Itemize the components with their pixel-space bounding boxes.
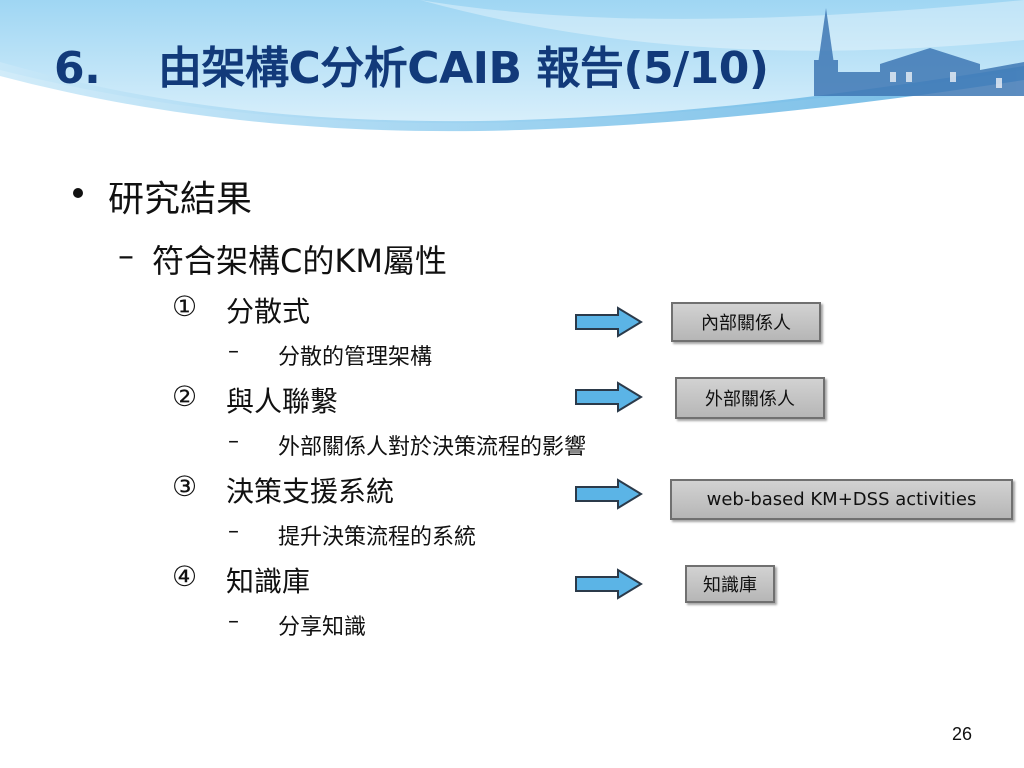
- right-arrow-icon: [575, 381, 643, 413]
- item-marker: ④: [172, 560, 198, 593]
- sub-dash: –: [118, 236, 134, 274]
- item-label: 決策支援系統: [226, 475, 395, 508]
- slide-title: 6. 由架構C分析CAIB 報告(5/10): [54, 32, 769, 96]
- tag-box: 外部關係人: [675, 377, 825, 419]
- sub-heading: 符合架構C的KM屬性: [152, 242, 447, 280]
- item-detail: 提升決策流程的系統: [278, 525, 477, 550]
- item-marker: ②: [172, 380, 198, 413]
- item-detail: 分散的管理架構: [278, 345, 433, 370]
- item-marker: ③: [172, 470, 198, 503]
- right-arrow-icon: [575, 568, 643, 600]
- church-silhouette-icon: [814, 8, 1024, 96]
- tag-box: 知識庫: [685, 565, 775, 603]
- item-label: 分散式: [226, 295, 311, 328]
- item-label: 與人聯繫: [226, 385, 339, 418]
- bullet-dot-icon: [73, 188, 83, 198]
- header-wave-background: [0, 0, 1024, 132]
- tag-box: 內部關係人: [671, 302, 821, 342]
- title-text: 由架構C分析CAIB 報告(5/10): [158, 43, 769, 94]
- right-arrow-icon: [575, 306, 643, 338]
- item-detail: 外部關係人對於決策流程的影響: [278, 435, 587, 460]
- item-label: 知識庫: [226, 565, 311, 598]
- title-number: 6.: [54, 43, 101, 94]
- item-detail-dash: –: [228, 429, 239, 454]
- item-detail-dash: –: [228, 339, 239, 364]
- item-detail-dash: –: [228, 609, 239, 634]
- tag-box: web-based KM+DSS activities: [670, 479, 1013, 520]
- item-detail-dash: –: [228, 519, 239, 544]
- right-arrow-icon: [575, 478, 643, 510]
- item-marker: ①: [172, 290, 198, 323]
- page-number: 26: [951, 724, 972, 744]
- item-detail: 分享知識: [278, 615, 367, 640]
- bullet-research-results: 研究結果: [108, 179, 253, 220]
